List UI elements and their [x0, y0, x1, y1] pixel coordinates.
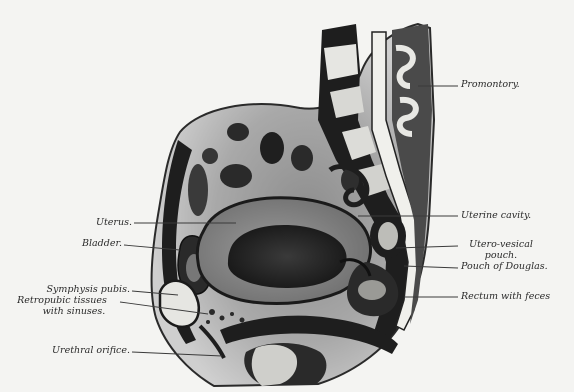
bowel-blob-5: [202, 148, 218, 164]
rectum-feces-lumen: [358, 280, 386, 300]
label-urethral-orifice: Urethral orifice.: [4, 346, 130, 356]
label-rectum-with-feces: Rectum with feces: [461, 292, 550, 302]
label-uterus: Uterus.: [60, 218, 132, 228]
uterine-cavity: [228, 225, 347, 288]
bowel-blob-3: [291, 145, 313, 171]
rectum-upper-lumen: [378, 222, 398, 250]
label-utero-vesical-line1: Utero-vesical: [461, 240, 541, 250]
label-retropubic-line1: Retropubic tissues: [4, 296, 120, 306]
label-pouch-of-douglas: Pouch of Douglas.: [461, 262, 548, 272]
label-promontory: Promontory.: [461, 80, 520, 90]
label-utero-vesical-line2: pouch.: [461, 251, 541, 261]
label-uterine-cavity: Uterine cavity.: [461, 211, 531, 221]
fat-pad-left: [188, 164, 208, 216]
bowel-blob-2: [260, 132, 284, 164]
bowel-blob-4: [220, 164, 252, 188]
label-bladder: Bladder.: [50, 239, 122, 249]
label-symphysis-pubis: Symphysis pubis.: [10, 285, 130, 295]
label-retropubic-line2: with sinuses.: [24, 307, 124, 317]
bowel-blob-1: [227, 123, 249, 141]
vertebra-1: [324, 44, 358, 80]
